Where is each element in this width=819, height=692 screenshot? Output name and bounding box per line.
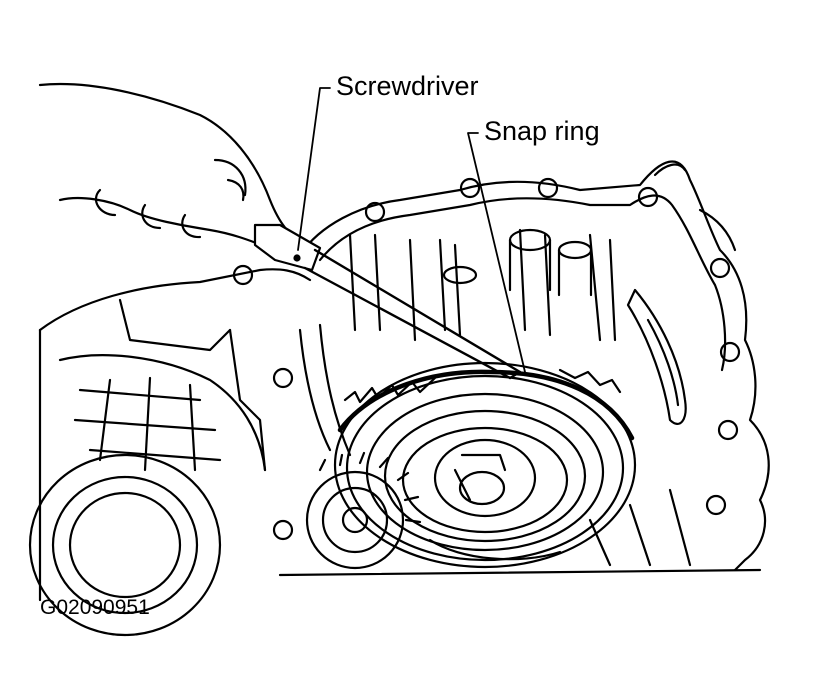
bolt-hole <box>272 519 294 541</box>
figure-code: G02090951 <box>40 596 150 619</box>
bolt-hole <box>717 419 739 441</box>
boss <box>557 240 593 260</box>
hand-outline <box>38 82 302 242</box>
bolt-hole <box>459 177 481 199</box>
bolt-hole <box>364 201 386 223</box>
drum-ring <box>401 426 569 534</box>
screwdriver-label: Screwdriver <box>336 71 479 101</box>
snap-ring-leader <box>467 132 526 373</box>
drum-hub-bore <box>458 470 506 506</box>
bolt-hole <box>709 257 731 279</box>
boss <box>508 228 552 252</box>
screwdriver-shaft <box>303 248 522 380</box>
snap-ring <box>337 369 635 441</box>
snap-ring-label: Snap ring <box>484 116 600 146</box>
bolt-hole <box>537 177 559 199</box>
drum-ring <box>345 374 625 562</box>
case-flange-outline <box>298 160 770 572</box>
bolt-hole <box>719 341 741 363</box>
drum-hub <box>433 438 537 518</box>
lower-gear <box>305 470 405 570</box>
drum-outer-ring <box>333 361 637 569</box>
bolt-hole <box>637 186 659 208</box>
left-bearing-bore <box>28 453 222 637</box>
boss <box>442 265 478 285</box>
right-guide <box>626 288 687 425</box>
bolt-hole <box>705 494 727 516</box>
clutch-teeth <box>343 368 622 404</box>
screwdriver-handle <box>253 223 322 272</box>
drum-ring <box>383 409 587 543</box>
drum-cavity-left-wall <box>298 328 332 452</box>
hand-finger <box>58 196 277 252</box>
drum-ring <box>365 392 605 552</box>
left-housing <box>38 268 312 332</box>
bolt-hole <box>272 367 294 389</box>
screwdriver-leader <box>297 87 331 251</box>
